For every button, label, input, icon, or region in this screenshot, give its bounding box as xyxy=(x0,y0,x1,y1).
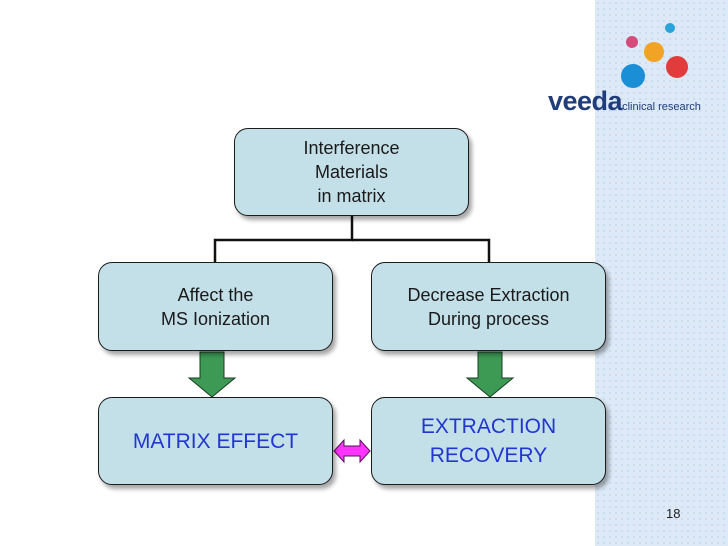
down-arrow-left xyxy=(187,351,237,398)
logo-dot-pink xyxy=(626,36,638,48)
box-affect-ionization: Affect the MS Ionization xyxy=(98,262,333,351)
veeda-logo-text: veedaclinical research xyxy=(548,86,701,117)
box-line: MATRIX EFFECT xyxy=(132,429,299,453)
box-line: MS Ionization xyxy=(160,308,271,329)
veeda-logo-mark xyxy=(621,23,688,88)
double-arrow xyxy=(333,438,371,464)
logo-dot-red xyxy=(666,56,688,78)
box-line: RECOVERY xyxy=(429,444,548,467)
box-decrease-extraction: Decrease Extraction During process xyxy=(371,262,606,351)
box-line: Decrease Extraction xyxy=(407,284,570,305)
logo-tagline: clinical research xyxy=(622,101,701,113)
box-matrix-effect: MATRIX EFFECT xyxy=(98,397,333,485)
logo-dot-blue xyxy=(621,64,645,88)
box-line: in matrix xyxy=(317,186,386,206)
tree-connector xyxy=(213,216,354,262)
logo-dot-cyan xyxy=(665,23,675,33)
box-line: Materials xyxy=(314,162,389,182)
box-interference-materials: Interference Materials in matrix xyxy=(234,128,469,216)
down-arrow-right xyxy=(465,351,515,398)
box-line: Interference xyxy=(303,138,400,158)
logo-dot-orange xyxy=(644,42,664,62)
side-decoration-band xyxy=(595,0,728,546)
box-line: Affect the xyxy=(177,284,254,305)
page-number: 18 xyxy=(666,506,681,521)
tree-connector-right xyxy=(352,238,491,262)
box-line: During process xyxy=(427,308,550,329)
logo-brand: veeda xyxy=(548,86,623,116)
box-line: EXTRACTION xyxy=(420,415,557,438)
box-extraction-recovery: EXTRACTION RECOVERY xyxy=(371,397,606,485)
